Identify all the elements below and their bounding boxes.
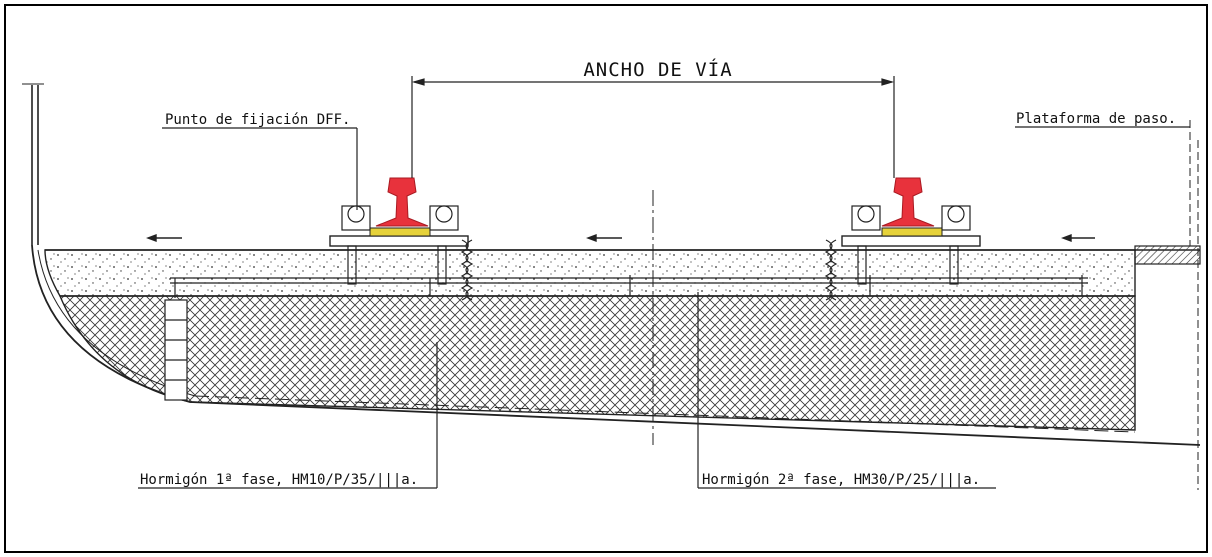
track-gauge-dimension (411, 76, 895, 178)
platform-label: Plataforma de paso. (1016, 111, 1176, 127)
left-wall (22, 83, 44, 245)
walkway-platform (1134, 120, 1201, 490)
left-rail (375, 177, 429, 227)
phase1-label: Hormigón 1ª fase, HM10/P/35/|||a. (140, 472, 418, 488)
fixing-point-leader (162, 127, 358, 210)
drawing-frame (4, 4, 1208, 553)
phase2-leader (697, 292, 996, 489)
left-rail-assembly (329, 177, 474, 301)
concrete-slab-phase2 (44, 249, 1136, 297)
right-rail-assembly (824, 177, 981, 301)
drain-shaft (164, 299, 188, 401)
right-rail (881, 177, 935, 227)
reinforcement-bar (170, 275, 1088, 298)
phase2-label: Hormigón 2ª fase, HM30/P/25/|||a. (702, 472, 980, 488)
track-gauge-label: ANCHO DE VÍA (583, 58, 732, 81)
fixing-point-label: Punto de fijación DFF. (165, 112, 350, 128)
concrete-mass-phase1 (58, 295, 1136, 431)
slope-arrows (146, 233, 1095, 243)
phase1-leader (138, 342, 438, 489)
